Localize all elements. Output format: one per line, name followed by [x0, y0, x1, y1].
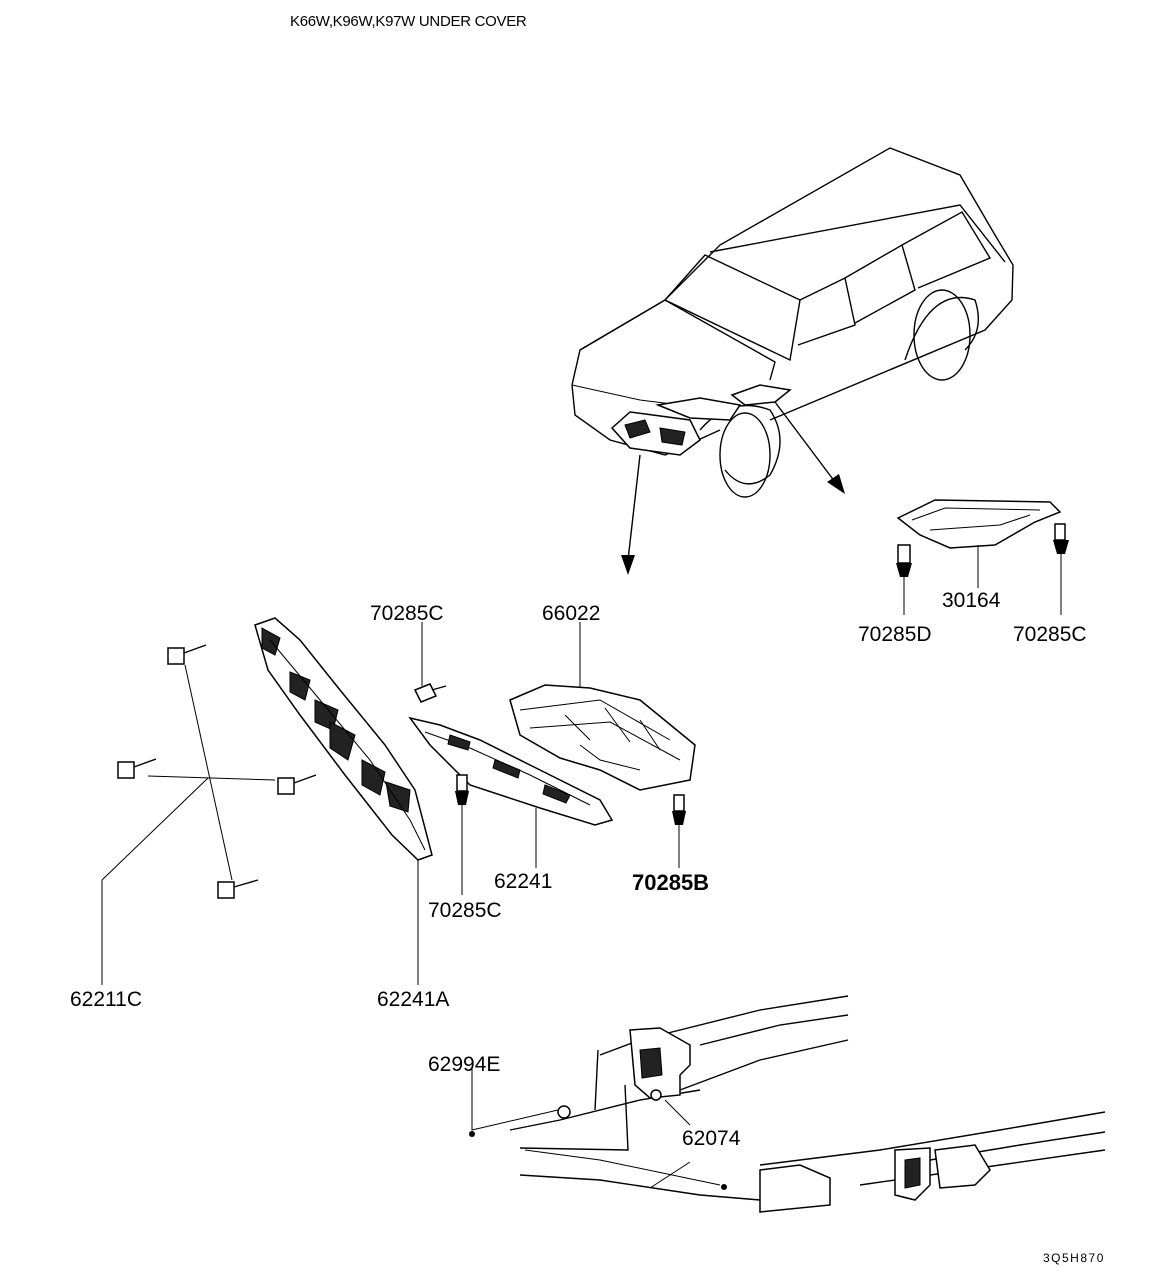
clip-70285C-bottom	[455, 774, 469, 895]
label-70285C-right: 70285C	[1013, 623, 1087, 646]
label-70285C-bottom: 70285C	[428, 899, 502, 922]
fastener-62994E	[469, 1068, 727, 1190]
part-66022-under-cover	[509, 622, 696, 791]
label-70285B: 70285B	[632, 870, 709, 895]
label-30164: 30164	[942, 589, 1001, 612]
label-62994E: 62994E	[428, 1053, 500, 1076]
label-62241: 62241	[494, 870, 552, 893]
bolts-62211C	[101, 644, 317, 985]
vehicle-illustration	[571, 147, 1014, 498]
clip-70285D	[896, 544, 912, 615]
part-62241A-shield	[254, 617, 433, 985]
part-62241-cover	[408, 716, 614, 868]
part-30164-cover	[896, 499, 1062, 588]
label-62211C: 62211C	[70, 988, 142, 1011]
clip-70285B	[672, 794, 686, 868]
drawing-code: 3Q5H870	[1043, 1251, 1105, 1265]
label-62241A: 62241A	[377, 988, 449, 1011]
clip-70285C-right	[1053, 523, 1069, 615]
label-66022: 66022	[542, 602, 600, 625]
diagram-title: K66W,K96W,K97W UNDER COVER	[290, 13, 527, 30]
label-70285C-top: 70285C	[370, 602, 444, 625]
label-70285D: 70285D	[858, 623, 932, 646]
label-62074: 62074	[682, 1127, 741, 1150]
pointer-arrows	[621, 401, 845, 575]
part-62074-bracket-front	[629, 1027, 691, 1126]
part-62074-bracket-rear	[649, 1144, 991, 1213]
clip-70285C-top	[413, 622, 447, 703]
